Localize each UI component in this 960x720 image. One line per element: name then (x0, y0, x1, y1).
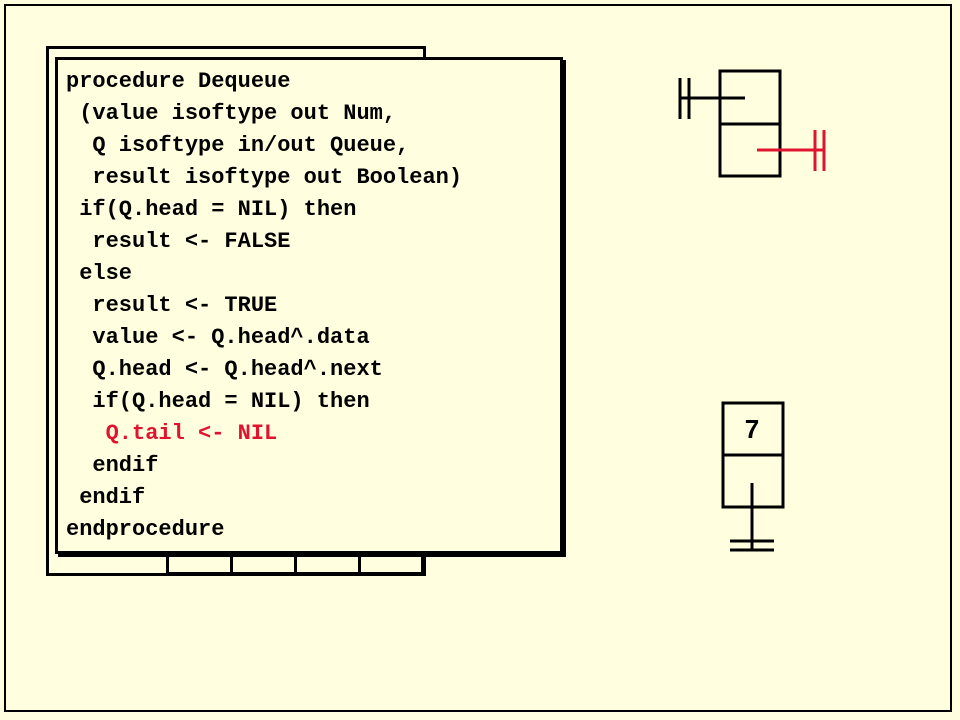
list-node: 7 (721, 401, 785, 552)
code-line: if(Q.head = NIL) then (66, 197, 357, 222)
code-line: value <- Q.head^.data (66, 325, 370, 350)
code-line: result <- FALSE (66, 229, 291, 254)
node-data-value: 7 (745, 414, 759, 444)
code-line: result <- TRUE (66, 293, 278, 318)
code-line: else (66, 261, 133, 286)
dequeue-code-panel: procedure Dequeue (value isoftype out Nu… (55, 57, 563, 554)
code-line: Q isoftype in/out Queue, (66, 133, 410, 158)
slide-frame (4, 4, 952, 712)
code-line: endif (66, 453, 159, 478)
code-line: (value isoftype out Num, (66, 101, 397, 126)
code-line: endprocedure (66, 517, 225, 542)
tail-nil-pointer (757, 130, 826, 171)
code-line: result isoftype out Boolean) (66, 165, 463, 190)
queue-record (718, 69, 782, 178)
head-nil-pointer (678, 78, 745, 119)
code-line: Q.head <- Q.head^.next (66, 357, 383, 382)
code-line: if(Q.head = NIL) then (66, 389, 370, 414)
code-line: endif (66, 485, 146, 510)
code-line-highlighted: Q.tail <- NIL (66, 421, 278, 446)
code-line: procedure Dequeue (66, 69, 291, 94)
